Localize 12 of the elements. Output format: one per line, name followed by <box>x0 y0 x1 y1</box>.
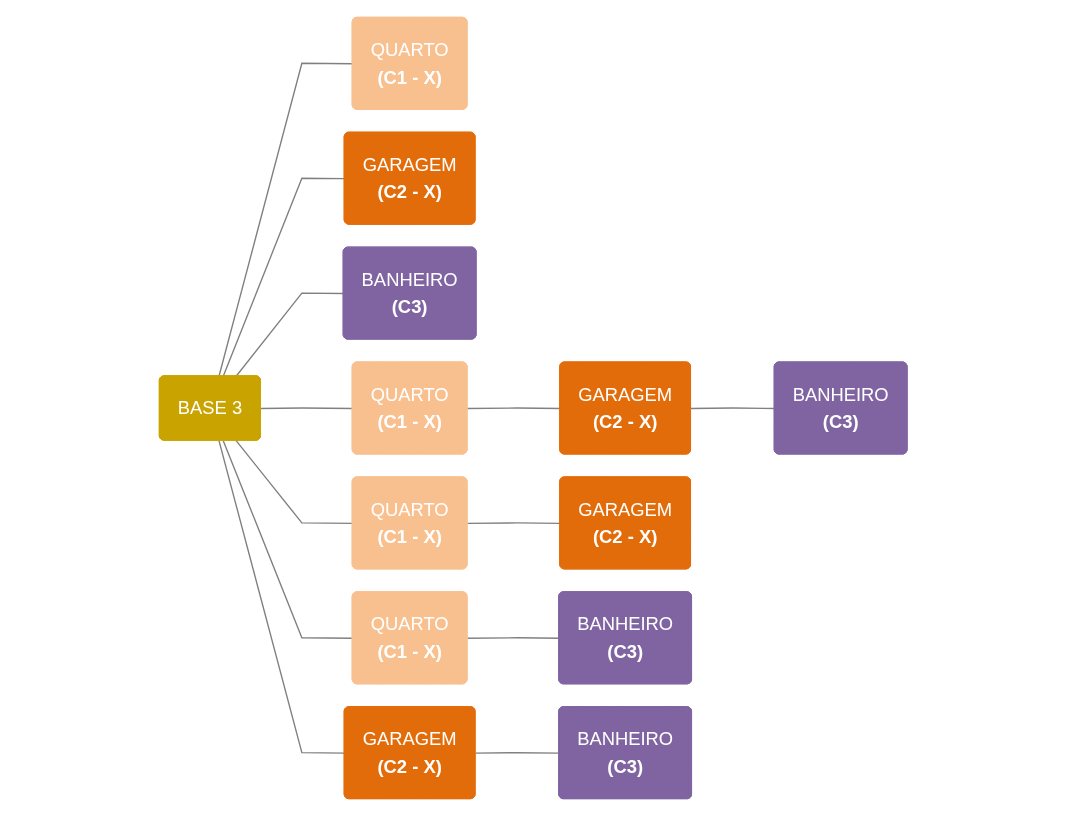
connector <box>260 407 354 410</box>
connector <box>222 439 354 639</box>
connector <box>467 637 561 639</box>
connector <box>467 407 562 410</box>
connector <box>467 522 562 525</box>
connector <box>235 439 354 525</box>
connector <box>218 62 354 377</box>
connector <box>222 177 346 377</box>
connector <box>235 292 345 377</box>
connector <box>690 407 776 410</box>
connector <box>475 752 561 754</box>
connector <box>218 439 346 754</box>
